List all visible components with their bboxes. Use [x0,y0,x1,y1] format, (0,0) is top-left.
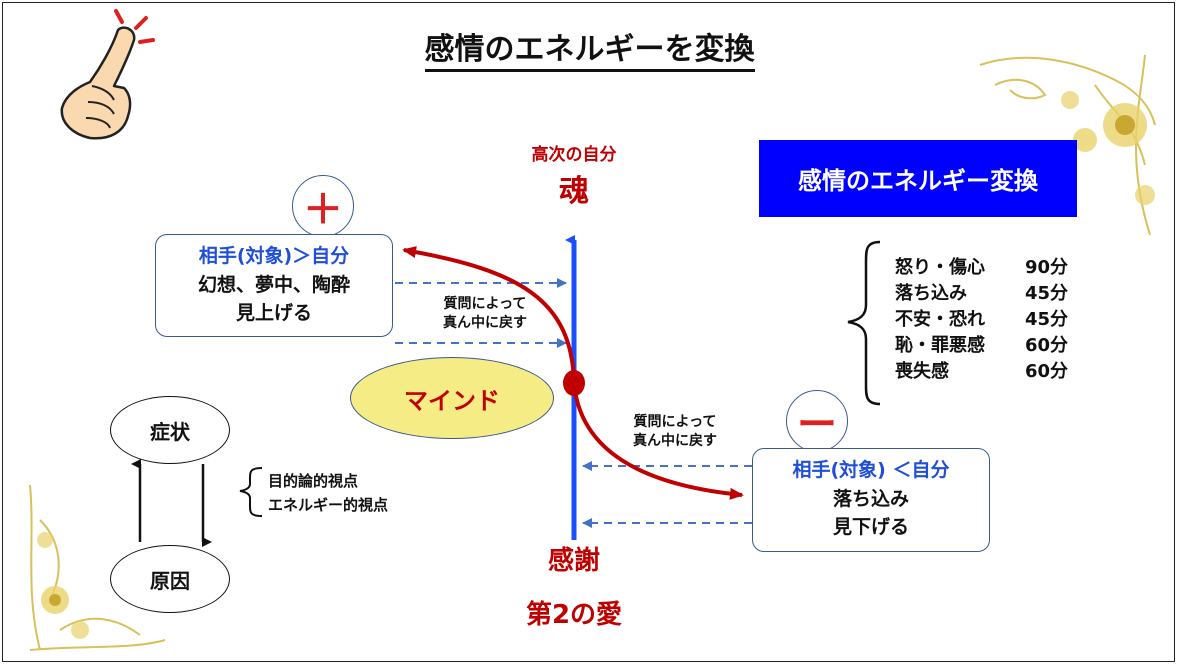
emotion-time: 45分 [1025,283,1069,304]
emotion-row: 喪失感 60分 [895,359,1095,385]
symptom-ellipse: 症状 [110,396,230,464]
floral-corner-decoration [979,54,1156,236]
plus-question-note: 質問によって 真ん中に戻す [420,295,550,333]
plus-heading: 相手(対象)＞自分 [198,245,350,267]
emotion-time: 60分 [1025,361,1069,382]
emotion-duration-list: 怒り・傷心 90分 落ち込み 45分 不安・恐れ 45分 恥・罪悪感 60分 喪失感 60… [895,255,1095,385]
emotion-name: 不安・恐れ [895,309,985,330]
emotion-row: 落ち込み 45分 [895,281,1095,307]
center-point [563,370,585,396]
plus-box: 相手(対象)＞自分 幻想、夢中、陶酔 見上げる [155,234,393,337]
note-line: 真ん中に戻す [633,433,717,449]
note-line: 質問によって [443,296,527,312]
minus-icon: ー [786,390,848,452]
second-love-label: 第2の愛 [525,600,623,630]
gratitude-label: 感謝 [547,546,600,576]
floral-corner-decoration [29,484,166,651]
pointing-hand-icon [60,9,155,140]
emotion-time: 90分 [1025,257,1069,278]
emotion-name: 怒り・傷心 [895,257,985,278]
higher-self-caption: 高次の自分 [531,145,617,165]
slide-title: 感情のエネルギーを変換 [0,24,1179,72]
minus-line: 落ち込み [832,488,909,510]
emotion-time: 60分 [1025,335,1069,356]
mind-ellipse: マインド [350,357,554,439]
emotion-row: 不安・恐れ 45分 [895,307,1095,333]
minus-line: 見下げる [832,516,909,538]
cause-ellipse: 原因 [110,545,230,613]
emotion-time: 45分 [1025,309,1069,330]
emotion-row: 怒り・傷心 90分 [895,255,1095,281]
viewpoint-item: 目的論的視点 [268,472,359,490]
emotion-row: 恥・罪悪感 60分 [895,333,1095,359]
minus-box: 相手(対象) ＜自分 落ち込み 見下げる [752,448,990,552]
note-line: 真ん中に戻す [443,315,527,331]
plus-line: 幻想、夢中、陶酔 [197,274,350,296]
plus-line: 見上げる [235,302,312,324]
soul-label: 魂 [559,174,589,209]
minus-question-note: 質問によって 真ん中に戻す [610,413,740,451]
emotion-name: 恥・罪悪感 [895,335,985,356]
viewpoints-list: 目的論的視点 エネルギー的視点 [268,469,468,517]
minus-heading: 相手(対象) ＜自分 [792,459,950,481]
emotion-name: 落ち込み [895,283,967,304]
plus-icon: ＋ [292,175,354,237]
viewpoint-item: エネルギー的視点 [268,496,389,514]
note-line: 質問によって [633,414,717,430]
emotion-name: 喪失感 [895,361,949,382]
emotion-conversion-banner: 感情のエネルギー変換 [759,140,1077,217]
